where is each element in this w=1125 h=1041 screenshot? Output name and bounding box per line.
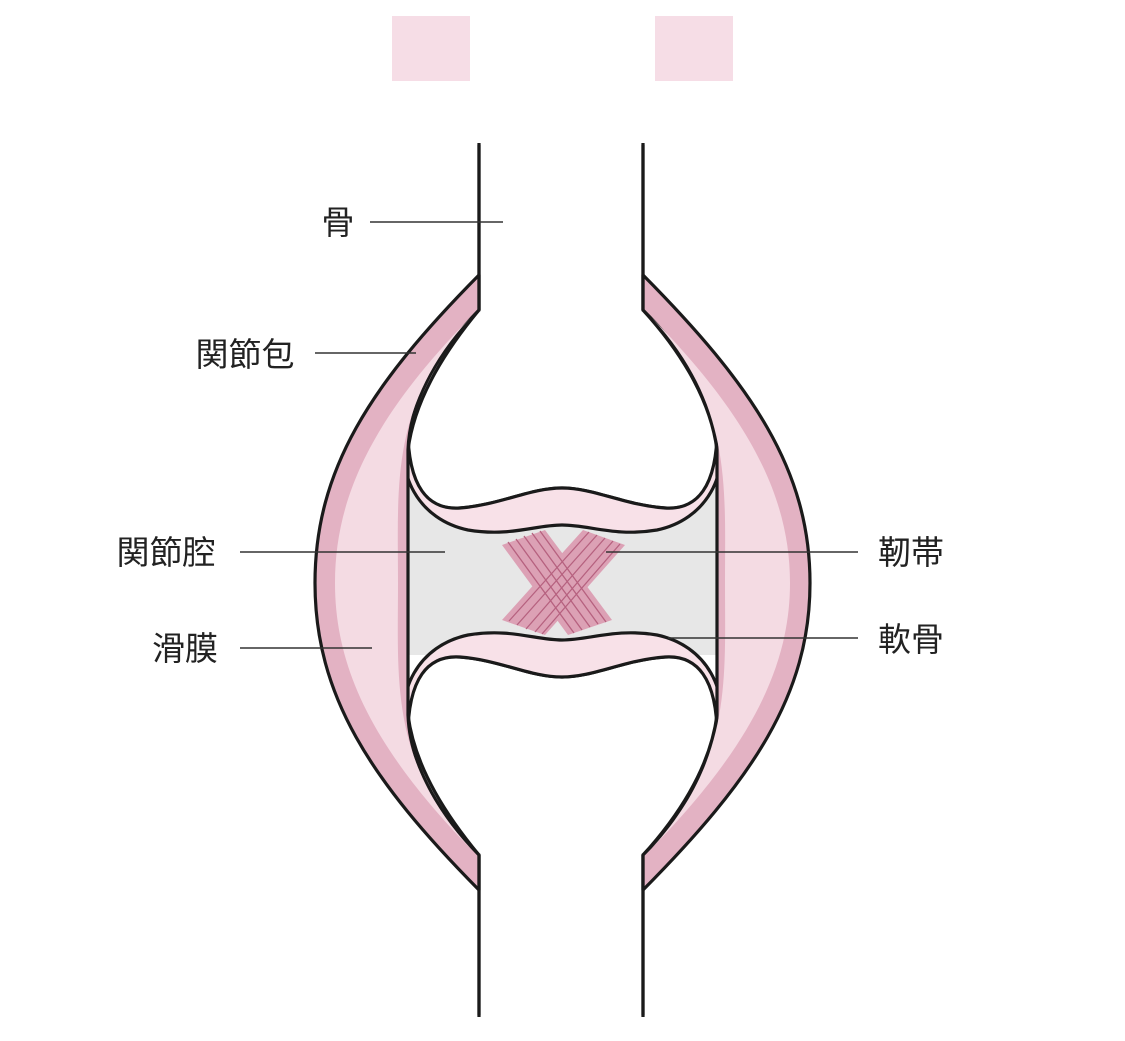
label-joint-capsule: 関節包 bbox=[196, 335, 295, 374]
ligament-band-b bbox=[502, 530, 625, 635]
left-synovium bbox=[335, 318, 470, 848]
ligament bbox=[502, 530, 625, 635]
right-synovium bbox=[652, 318, 790, 848]
label-bone: 骨 bbox=[322, 203, 355, 242]
label-cartilage: 軟骨 bbox=[878, 620, 944, 659]
label-synovium: 滑膜 bbox=[152, 629, 218, 668]
label-joint-cavity: 関節腔 bbox=[117, 533, 216, 572]
label-ligament: 靭帯 bbox=[878, 533, 944, 572]
